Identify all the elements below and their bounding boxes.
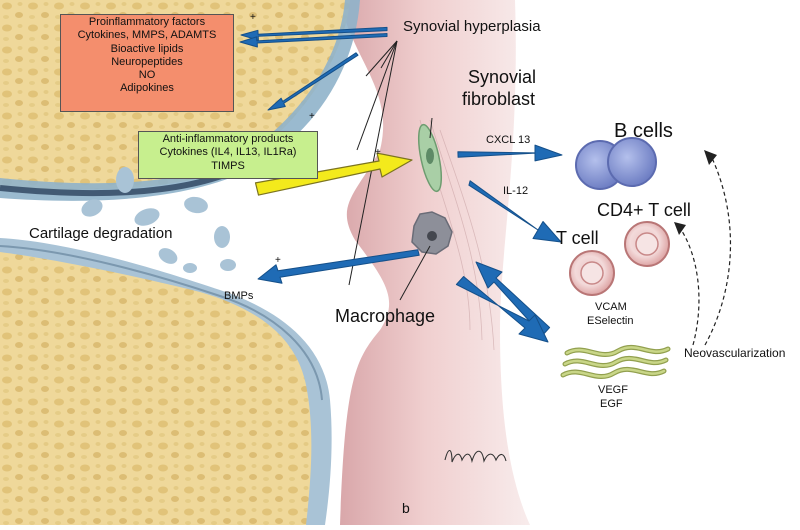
egf-label: EGF [600,398,623,410]
synovial-fibroblast-label-line1: Synovial [468,67,537,87]
b-cells-label: B cells [614,120,673,142]
anti-inflammatory-title: Anti-inflammatory products [162,133,294,145]
anti-inflammatory-item: Cytokines (IL4, IL13, IL1Ra) [159,146,297,159]
synovial-fibroblast-label-line2: fibroblast [462,89,536,109]
vegf-label: VEGF [598,384,628,396]
proinflammatory-factors-box: Proinflammatory factors Cytokines, MMPS,… [60,14,234,112]
plus-sign: + [275,255,281,266]
cartilage-degradation-label: Cartilage degradation [29,225,173,242]
vcam-label: VCAM [595,301,627,313]
proinflammatory-item: Cytokines, MMPS, ADAMTS [77,29,217,42]
anti-inflammatory-products-box: Anti-inflammatory products Cytokines (IL… [138,131,318,179]
proinflammatory-title: Proinflammatory factors [88,16,206,28]
blue-arrows [239,26,563,343]
yellow-arrow [254,152,413,196]
b-cell-2 [607,137,657,187]
artist-signature [444,449,507,464]
proinflammatory-item: Bioactive lipids [110,42,184,55]
cd4-t-cell-label: CD4+ T cell [597,200,691,220]
bmps-label: BMPs [224,290,254,302]
cxcl13-label: CXCL 13 [486,134,531,146]
plus-sign: + [375,147,381,158]
neovessels [560,344,671,380]
synovial-hyperplasia-label: Synovial hyperplasia [403,18,541,35]
panel-letter: b [402,500,410,516]
plus-sign: + [250,12,256,23]
synovial-membrane [340,0,530,525]
t-cell-label: T cell [556,228,599,248]
proinflammatory-item: Adipokines [120,82,174,95]
plus-sign: + [309,111,315,122]
cartilage-debris [81,167,236,273]
eselectin-label: ESelectin [587,315,634,327]
il12-label: IL-12 [503,185,529,197]
lower-bone [0,250,315,525]
macrophage-label: Macrophage [335,306,436,326]
neovascularization-arrows [679,157,732,346]
lower-cartilage [0,238,332,525]
proinflammatory-item: Neuropeptides [111,55,183,68]
neovascularization-label: Neovascularization [684,346,786,360]
anti-inflammatory-item: TIMPS [211,159,245,172]
proinflammatory-item: NO [138,69,156,82]
